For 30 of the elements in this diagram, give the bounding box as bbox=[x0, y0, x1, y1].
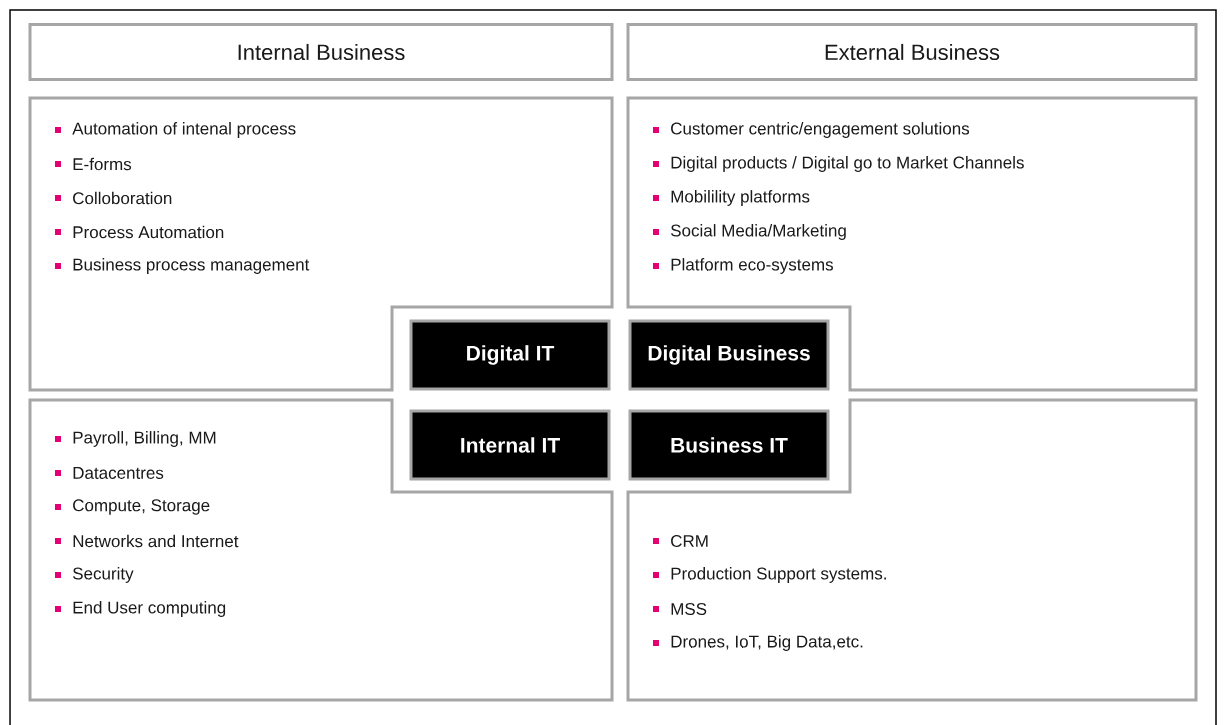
bullet-item: MSS bbox=[653, 602, 707, 615]
label-box: Digital IT bbox=[409, 319, 611, 391]
header-box: Internal Business bbox=[28, 23, 614, 81]
bullet-item: Platform eco-systems bbox=[653, 258, 833, 274]
header-box: External Business bbox=[626, 23, 1198, 81]
bullet-item: Process Automation bbox=[55, 225, 224, 239]
bullet-item: End User computing bbox=[55, 601, 226, 617]
bullet-item: CRM bbox=[653, 535, 708, 547]
bullet-item: Automation of intenal process bbox=[55, 122, 296, 138]
bullet-item: Business process management bbox=[55, 258, 310, 274]
label-box: Internal IT bbox=[409, 409, 611, 481]
bullet-item: Datacentres bbox=[55, 467, 164, 479]
bullet-item: Security bbox=[55, 567, 134, 583]
panel bbox=[626, 96, 1198, 392]
bullet-item: Payroll, Billing, MM bbox=[55, 431, 216, 447]
bullet-item: Compute, Storage bbox=[55, 499, 210, 515]
panel bbox=[28, 96, 614, 392]
bullet-item: Production Support systems. bbox=[653, 567, 886, 583]
bullet-item: Digital products / Digital go to Market Channels bbox=[653, 156, 1024, 172]
bullet-item: Colloboration bbox=[55, 191, 172, 205]
label-box: Digital Business bbox=[628, 319, 830, 391]
bullet-item: Customer centric/engagement solutions bbox=[653, 122, 970, 138]
bullet-item: Social Media/Marketing bbox=[653, 224, 846, 240]
panel bbox=[626, 398, 1198, 702]
bullet-item: E-forms bbox=[55, 157, 132, 171]
bullet-item: Networks and Internet bbox=[55, 534, 239, 548]
label-box: Business IT bbox=[628, 409, 830, 481]
bullet-item: Mobilility platforms bbox=[653, 190, 810, 206]
bullet-item: Drones, IoT, Big Data,etc. bbox=[653, 635, 863, 651]
panel bbox=[28, 398, 614, 702]
